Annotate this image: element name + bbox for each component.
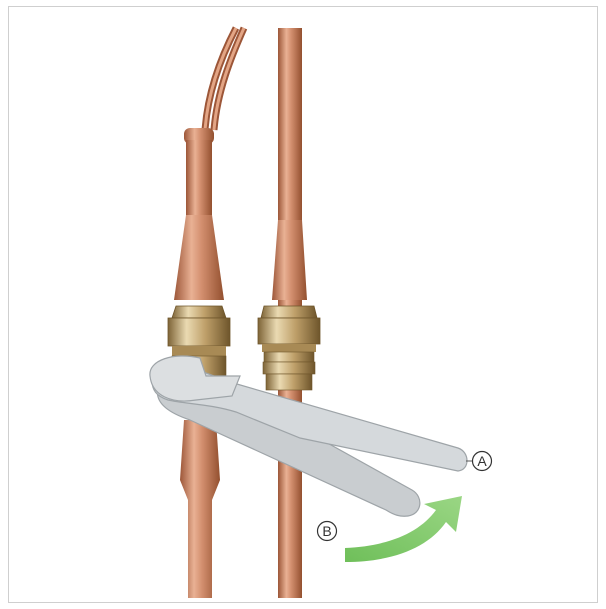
callout-a: A xyxy=(466,452,492,471)
right-flare-nut xyxy=(258,306,320,390)
wrench-head xyxy=(150,356,240,401)
small-bundle-pipes xyxy=(205,28,244,130)
callout-b-label: B xyxy=(322,523,331,539)
callout-a-label: A xyxy=(477,453,487,469)
callout-b: B xyxy=(318,522,337,541)
